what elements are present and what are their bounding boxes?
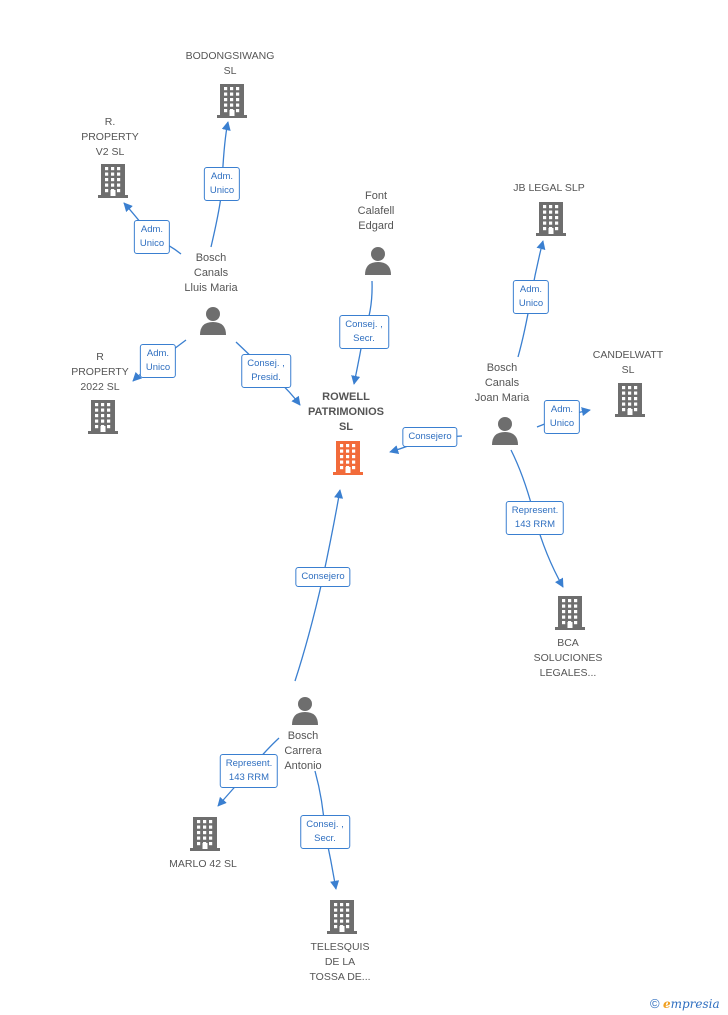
relation-label-line: Unico bbox=[139, 238, 165, 249]
relation-label-line: Unico bbox=[549, 418, 575, 429]
relation-label-line: 143 RRM bbox=[228, 772, 270, 783]
company-name[interactable]: R. PROPERTY V2 SL bbox=[81, 115, 139, 160]
relation-label-line: Consej. , bbox=[306, 819, 344, 830]
building-icon[interactable] bbox=[615, 383, 645, 422]
relation-label-line: Adm. bbox=[210, 171, 234, 182]
building-icon[interactable] bbox=[536, 202, 566, 241]
relation-label-line: Unico bbox=[518, 298, 544, 309]
relation-label[interactable]: Consejero bbox=[402, 427, 458, 447]
label-line: SOLUCIONES bbox=[533, 652, 603, 664]
relation-label-line: Consej. , bbox=[345, 319, 383, 330]
label-line: Canals bbox=[484, 377, 520, 389]
relation-label-line: Presid. bbox=[251, 372, 281, 383]
person-icon[interactable] bbox=[290, 695, 320, 730]
relation-label[interactable]: Consejero bbox=[295, 567, 351, 587]
relation-label-line: Unico bbox=[145, 362, 171, 373]
relation-label-line: 143 RRM bbox=[514, 519, 556, 530]
label-line: Edgard bbox=[358, 220, 394, 232]
label-line: BODONGSIWANG bbox=[185, 50, 275, 62]
relation-label-line: Represent. bbox=[225, 758, 273, 769]
company-name[interactable]: TELESQUIS DE LA TOSSA DE... bbox=[309, 940, 370, 985]
company-name[interactable]: BCA SOLUCIONES LEGALES... bbox=[534, 636, 603, 681]
label-line: TOSSA DE... bbox=[309, 971, 371, 983]
empresia-brand[interactable]: © empresia bbox=[650, 996, 720, 1011]
label-line: LEGALES... bbox=[539, 667, 597, 679]
label-line: Bosch bbox=[287, 730, 319, 742]
building-icon[interactable] bbox=[88, 400, 118, 439]
brand-logo-letter: e bbox=[662, 997, 671, 1011]
building-icon[interactable] bbox=[98, 164, 128, 203]
relation-label[interactable]: Consej. , Secr. bbox=[300, 815, 350, 849]
label-line: DE LA bbox=[324, 956, 356, 968]
relation-label[interactable]: Adm. Unico bbox=[133, 220, 171, 254]
relation-label-line: Consejero bbox=[301, 571, 345, 582]
label-line: Font bbox=[364, 190, 387, 202]
person-icon[interactable] bbox=[198, 305, 228, 340]
relation-label-line: Consej. , bbox=[247, 358, 285, 369]
relation-label-line: Secr. bbox=[314, 833, 336, 844]
label-line: JB LEGAL SLP bbox=[513, 182, 585, 194]
label-line: Calafell bbox=[357, 205, 395, 217]
building-icon[interactable] bbox=[333, 441, 363, 480]
label-line: SL bbox=[621, 364, 635, 376]
company-name[interactable]: BODONGSIWANG SL bbox=[186, 49, 275, 79]
relation-label-line: Adm. bbox=[146, 348, 170, 359]
building-icon[interactable] bbox=[217, 84, 247, 123]
label-line: R. bbox=[104, 116, 116, 128]
relation-label[interactable]: Adm. Unico bbox=[543, 400, 581, 434]
label-line: Bosch bbox=[486, 362, 518, 374]
label-line: MARLO 42 SL bbox=[169, 858, 237, 870]
label-line: Joan Maria bbox=[474, 392, 530, 404]
relation-label[interactable]: Consej. , Secr. bbox=[339, 315, 389, 349]
label-line: Antonio bbox=[284, 760, 322, 772]
relation-label[interactable]: Adm. Unico bbox=[203, 167, 241, 201]
label-line: Canals bbox=[193, 267, 229, 279]
label-line: Lluis Maria bbox=[184, 282, 238, 294]
label-line: PATRIMONIOS bbox=[308, 406, 384, 418]
label-line: 2022 SL bbox=[80, 381, 120, 393]
relation-label[interactable]: Adm. Unico bbox=[512, 280, 550, 314]
relation-label-line: Adm. bbox=[140, 224, 164, 235]
label-line: Bosch bbox=[195, 252, 227, 264]
relation-label[interactable]: Consej. , Presid. bbox=[241, 354, 291, 388]
copyright-symbol: © bbox=[650, 996, 660, 1011]
building-icon[interactable] bbox=[190, 817, 220, 856]
relation-label[interactable]: Represent. 143 RRM bbox=[219, 754, 279, 788]
label-line: SL bbox=[223, 65, 237, 77]
company-name[interactable]: MARLO 42 SL bbox=[169, 857, 237, 872]
label-line: ROWELL bbox=[322, 391, 370, 403]
company-name[interactable]: R PROPERTY 2022 SL bbox=[71, 350, 129, 395]
label-line: Carrera bbox=[284, 745, 322, 757]
label-line: V2 SL bbox=[95, 146, 125, 158]
relation-label[interactable]: Adm. Unico bbox=[139, 344, 177, 378]
relation-label-line: Unico bbox=[209, 185, 235, 196]
relation-label-line: Adm. bbox=[519, 284, 543, 295]
label-line: BCA bbox=[557, 637, 579, 649]
label-line: PROPERTY bbox=[71, 366, 129, 378]
relation-label-line: Represent. bbox=[511, 505, 559, 516]
person-icon[interactable] bbox=[490, 415, 520, 450]
company-name[interactable]: ROWELL PATRIMONIOS SL bbox=[308, 390, 384, 435]
label-line: PROPERTY bbox=[81, 131, 139, 143]
building-icon[interactable] bbox=[327, 900, 357, 939]
relation-label-line: Secr. bbox=[353, 333, 375, 344]
label-line: CANDELWATT bbox=[592, 349, 664, 361]
label-line: TELESQUIS bbox=[310, 941, 370, 953]
company-name[interactable]: JB LEGAL SLP bbox=[513, 181, 584, 196]
relation-label-line: Adm. bbox=[550, 404, 574, 415]
building-icon[interactable] bbox=[555, 596, 585, 635]
relation-label[interactable]: Represent. 143 RRM bbox=[505, 501, 565, 535]
label-line: R bbox=[96, 351, 104, 363]
brand-logo-text: mpresia bbox=[670, 997, 720, 1011]
person-icon[interactable] bbox=[363, 245, 393, 280]
company-name[interactable]: CANDELWATT SL bbox=[593, 348, 663, 378]
relation-label-line: Consejero bbox=[408, 431, 452, 442]
label-line: SL bbox=[338, 421, 354, 433]
